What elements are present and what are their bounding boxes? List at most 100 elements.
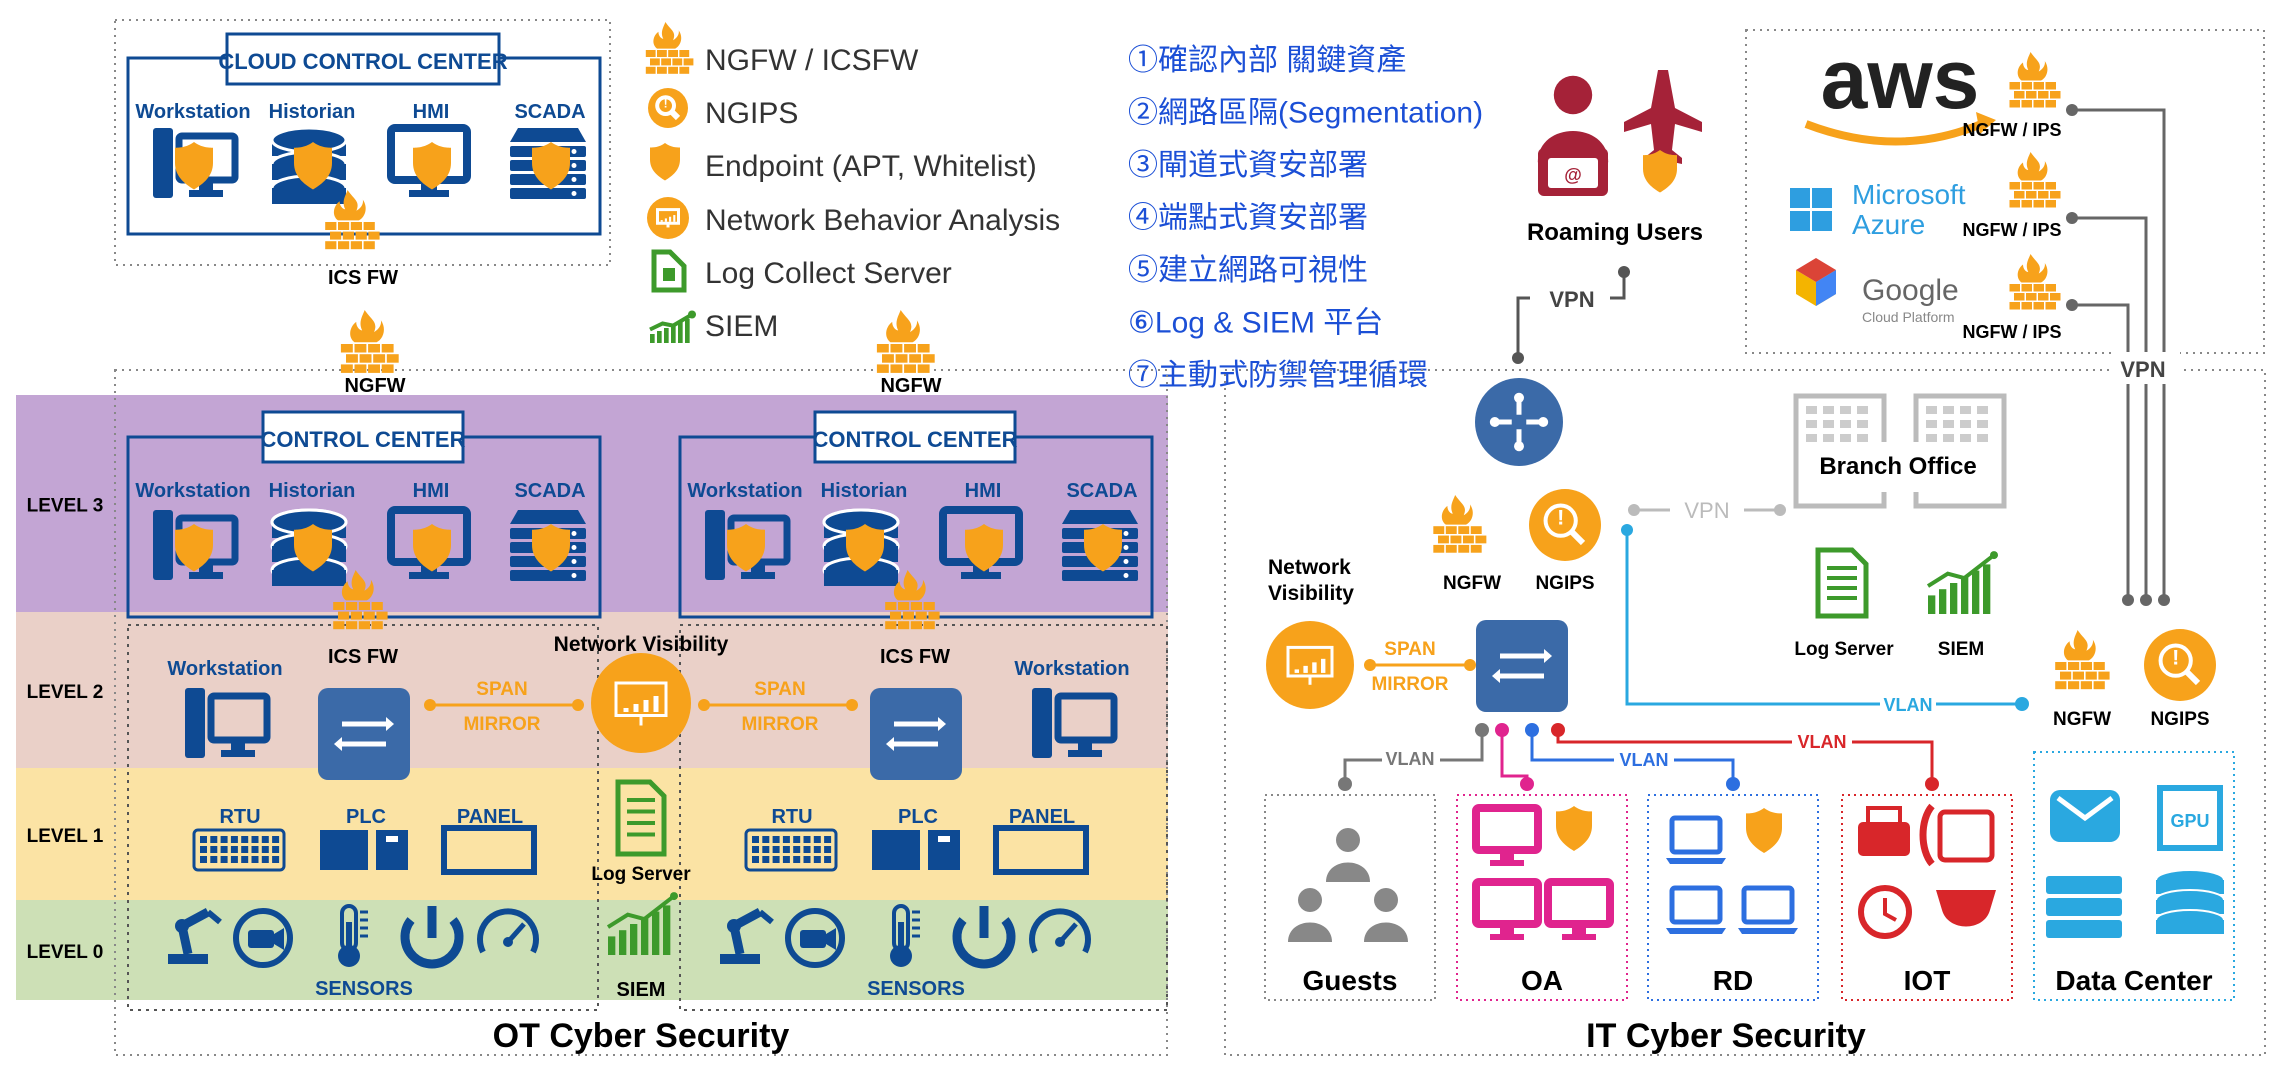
desktop-icon	[1472, 878, 1542, 940]
brick	[2098, 671, 2110, 680]
brick	[2021, 182, 2032, 190]
shield-shape	[175, 142, 213, 190]
window	[1943, 406, 1954, 414]
shield-shape	[1643, 150, 1677, 193]
brick	[2045, 82, 2056, 90]
ngfw-label: NGFW	[1443, 573, 1501, 594]
brick	[330, 231, 342, 240]
gauge-arc	[1029, 908, 1091, 954]
flame	[653, 22, 682, 49]
siem-bar	[663, 905, 671, 955]
brick	[333, 621, 345, 630]
zone-label: OA	[1521, 965, 1563, 996]
power-arc	[952, 917, 1016, 969]
brick	[358, 602, 370, 610]
thermometer-icon	[890, 904, 920, 967]
brick	[1450, 535, 1462, 544]
span-label: SPAN	[754, 679, 805, 700]
azure-line2: Azure	[1852, 209, 1925, 240]
network-visibility-label: Visibility	[1268, 582, 1354, 605]
plc-label: PLC	[346, 806, 386, 828]
window	[1977, 406, 1988, 414]
rtu-label: RTU	[771, 806, 812, 828]
gauge-hub	[503, 937, 513, 947]
head	[1336, 828, 1360, 852]
nba-bar	[660, 220, 663, 222]
shield-icon	[294, 142, 332, 190]
brick	[2038, 293, 2049, 301]
span-dot	[572, 699, 584, 711]
siem-label: SIEM	[1938, 639, 1984, 660]
workstation-icon	[705, 510, 791, 580]
server-top	[510, 128, 586, 142]
asset-label: Historian	[821, 480, 908, 502]
dot	[1774, 504, 1786, 516]
firewall-icon	[876, 310, 935, 373]
doc-outline	[1815, 547, 1869, 619]
brick	[917, 344, 930, 353]
server-top	[1062, 510, 1138, 524]
desktop-screen	[1472, 878, 1542, 928]
head	[1374, 888, 1398, 912]
switch-icon	[1476, 620, 1568, 712]
key	[261, 836, 269, 843]
brick	[661, 58, 671, 66]
dot	[1338, 777, 1352, 791]
level-label: LEVEL 3	[27, 496, 104, 517]
led	[571, 149, 577, 154]
brick	[898, 602, 910, 610]
brick	[2009, 182, 2020, 190]
key	[793, 836, 801, 843]
shield-shape	[846, 524, 884, 572]
handle	[1569, 529, 1586, 546]
siem-bar	[671, 325, 676, 343]
brick	[668, 50, 678, 57]
flame	[1441, 495, 1473, 525]
nba-bar	[1312, 662, 1317, 673]
disk-body	[824, 570, 898, 586]
network-visibility-icon	[647, 197, 689, 239]
iot-devices	[1858, 803, 1996, 939]
server-unit	[510, 570, 586, 581]
shield-shape	[1746, 808, 1782, 853]
connector-line	[1610, 272, 1626, 300]
stand	[231, 740, 245, 750]
brick	[381, 364, 394, 373]
cloud-vpn-label: VPN	[2120, 357, 2165, 382]
brick	[923, 621, 935, 630]
mirror-label: MIRROR	[1371, 674, 1448, 695]
shield-icon	[175, 142, 213, 190]
ngfw-label: NGFW	[2053, 709, 2111, 730]
camera-dome-icon	[1936, 890, 1996, 927]
brick	[2033, 200, 2044, 208]
switch-body	[870, 688, 962, 780]
server-unit	[2046, 876, 2122, 894]
cloud-fw-label: NGFW / IPS	[1963, 220, 2062, 240]
brick	[890, 364, 903, 373]
brick	[910, 602, 922, 610]
siem-bar	[630, 924, 638, 955]
brick	[2021, 82, 2032, 90]
siem-chart-icon	[1926, 551, 1998, 614]
ngfw-label: NGFW	[344, 375, 405, 397]
dot	[1618, 266, 1630, 278]
dot	[1628, 504, 1640, 516]
workstation-label: Workstation	[167, 658, 282, 680]
panel-frame	[441, 825, 537, 875]
shield-shape	[650, 143, 680, 181]
key	[793, 846, 801, 853]
base	[409, 572, 449, 579]
shield-icon	[965, 524, 1003, 572]
flame	[333, 190, 366, 221]
siem-bar	[685, 319, 690, 343]
brick	[2033, 82, 2044, 90]
rtu-icon	[192, 828, 286, 872]
cloud-fw-label: NGFW / IPS	[1963, 322, 2062, 342]
legend-label: Log Collect Server	[705, 257, 952, 290]
siem-bar	[1972, 570, 1980, 614]
cloud-border	[1745, 29, 2265, 354]
key	[251, 856, 259, 863]
